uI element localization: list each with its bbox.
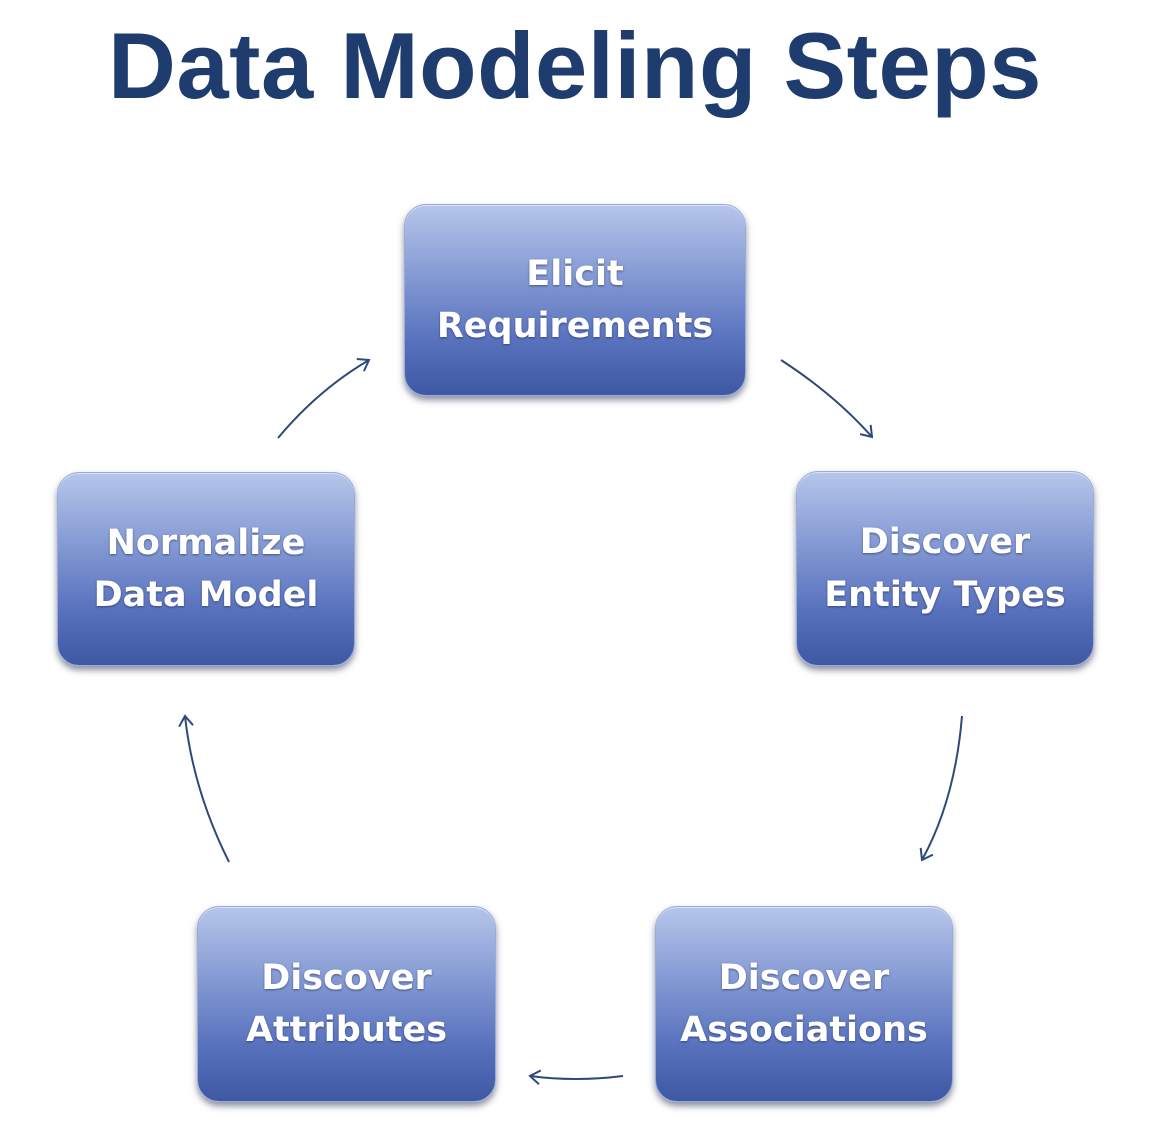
diagram-title: Data Modeling Steps — [108, 13, 1042, 118]
step-elicit-requirements: Elicit Requirements — [404, 204, 746, 396]
step-normalize-data-model: Normalize Data Model — [57, 472, 355, 666]
step-label: Discover Entity Types — [824, 522, 1066, 615]
step-label: Normalize Data Model — [93, 522, 319, 616]
step-discover-attributes: Discover Attributes — [197, 906, 496, 1102]
arrow-elicit-to-entity-types — [780, 359, 874, 439]
step-label: Discover Attributes — [245, 957, 448, 1051]
step-label: Discover Associations — [680, 957, 928, 1051]
arrow-entity-types-to-associations — [919, 715, 963, 862]
step-label: Elicit Requirements — [436, 253, 714, 347]
arrow-associations-to-attributes — [528, 1069, 624, 1085]
step-discover-associations: Discover Associations — [655, 906, 953, 1102]
step-discover-entity-types: Discover Entity Types — [796, 471, 1094, 666]
arrow-attributes-to-normalize — [178, 714, 230, 863]
arrow-normalize-to-elicit — [277, 358, 371, 439]
